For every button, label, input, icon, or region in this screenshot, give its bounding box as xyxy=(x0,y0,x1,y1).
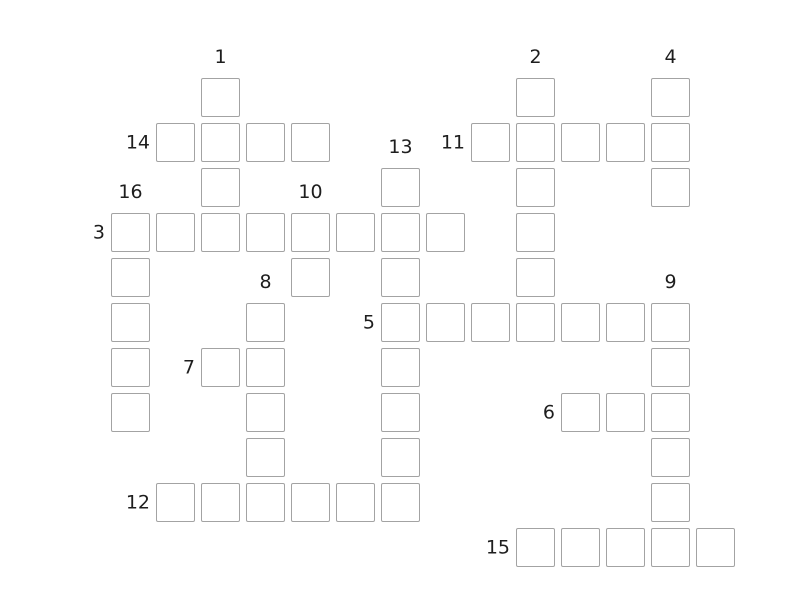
crossword-cell[interactable] xyxy=(516,123,555,162)
clue-number-6: 6 xyxy=(542,401,555,423)
crossword-cell[interactable] xyxy=(111,213,150,252)
crossword-cell[interactable] xyxy=(426,213,465,252)
crossword-cell[interactable] xyxy=(561,303,600,342)
crossword-cell[interactable] xyxy=(651,528,690,567)
crossword-cell[interactable] xyxy=(291,213,330,252)
crossword-cell[interactable] xyxy=(381,348,420,387)
crossword-cell[interactable] xyxy=(561,528,600,567)
crossword-cell[interactable] xyxy=(156,213,195,252)
crossword-cell[interactable] xyxy=(516,303,555,342)
crossword-cell[interactable] xyxy=(516,168,555,207)
clue-number-12: 12 xyxy=(125,491,150,513)
crossword-cell[interactable] xyxy=(201,213,240,252)
crossword-cell[interactable] xyxy=(246,438,285,477)
crossword-cell[interactable] xyxy=(651,168,690,207)
crossword-cell[interactable] xyxy=(471,303,510,342)
crossword-cell[interactable] xyxy=(381,393,420,432)
crossword-cell[interactable] xyxy=(696,528,735,567)
crossword-cell[interactable] xyxy=(201,168,240,207)
crossword-cell[interactable] xyxy=(201,123,240,162)
crossword-cell[interactable] xyxy=(561,123,600,162)
crossword-cell[interactable] xyxy=(291,123,330,162)
clue-number-10: 10 xyxy=(298,181,323,203)
crossword-cell[interactable] xyxy=(381,483,420,522)
clue-number-11: 11 xyxy=(440,131,465,153)
crossword-cell[interactable] xyxy=(246,483,285,522)
crossword-cell[interactable] xyxy=(426,303,465,342)
crossword-cell[interactable] xyxy=(336,213,375,252)
crossword-cell[interactable] xyxy=(111,348,150,387)
clue-number-14: 14 xyxy=(125,131,150,153)
crossword-cell[interactable] xyxy=(246,213,285,252)
crossword-cell[interactable] xyxy=(606,303,645,342)
crossword-cell[interactable] xyxy=(651,393,690,432)
clue-number-15: 15 xyxy=(485,536,510,558)
clue-number-9: 9 xyxy=(664,271,677,293)
clue-number-1: 1 xyxy=(214,46,227,68)
clue-number-8: 8 xyxy=(259,271,272,293)
crossword-cell[interactable] xyxy=(201,78,240,117)
crossword-cell[interactable] xyxy=(606,123,645,162)
crossword-cell[interactable] xyxy=(651,303,690,342)
crossword-cell[interactable] xyxy=(201,348,240,387)
crossword-cell[interactable] xyxy=(651,78,690,117)
crossword-cell[interactable] xyxy=(336,483,375,522)
crossword-cell[interactable] xyxy=(246,393,285,432)
crossword-cell[interactable] xyxy=(111,393,150,432)
clue-number-4: 4 xyxy=(664,46,677,68)
crossword-cell[interactable] xyxy=(291,483,330,522)
crossword-cell[interactable] xyxy=(381,213,420,252)
crossword-cell[interactable] xyxy=(291,258,330,297)
crossword-cell[interactable] xyxy=(111,303,150,342)
clue-number-2: 2 xyxy=(529,46,542,68)
clue-number-16: 16 xyxy=(118,181,143,203)
crossword-cell[interactable] xyxy=(156,483,195,522)
crossword-cell[interactable] xyxy=(111,258,150,297)
crossword-cell[interactable] xyxy=(561,393,600,432)
crossword-cell[interactable] xyxy=(606,528,645,567)
crossword-cell[interactable] xyxy=(246,348,285,387)
crossword-cell[interactable] xyxy=(516,78,555,117)
crossword-cell[interactable] xyxy=(651,483,690,522)
clue-number-7: 7 xyxy=(182,356,195,378)
crossword-cell[interactable] xyxy=(516,213,555,252)
crossword-cell[interactable] xyxy=(381,303,420,342)
crossword-cell[interactable] xyxy=(651,123,690,162)
crossword-cell[interactable] xyxy=(516,528,555,567)
crossword-cell[interactable] xyxy=(471,123,510,162)
crossword-cell[interactable] xyxy=(381,258,420,297)
crossword-cell[interactable] xyxy=(201,483,240,522)
crossword-cell[interactable] xyxy=(651,438,690,477)
clue-number-3: 3 xyxy=(92,221,105,243)
crossword-cell[interactable] xyxy=(156,123,195,162)
clue-number-5: 5 xyxy=(362,311,375,333)
crossword-cell[interactable] xyxy=(606,393,645,432)
crossword-cell[interactable] xyxy=(516,258,555,297)
crossword-cell[interactable] xyxy=(246,303,285,342)
crossword-cell[interactable] xyxy=(651,348,690,387)
crossword-cell[interactable] xyxy=(246,123,285,162)
crossword-cell[interactable] xyxy=(381,438,420,477)
clue-number-13: 13 xyxy=(388,136,413,158)
crossword-cell[interactable] xyxy=(381,168,420,207)
